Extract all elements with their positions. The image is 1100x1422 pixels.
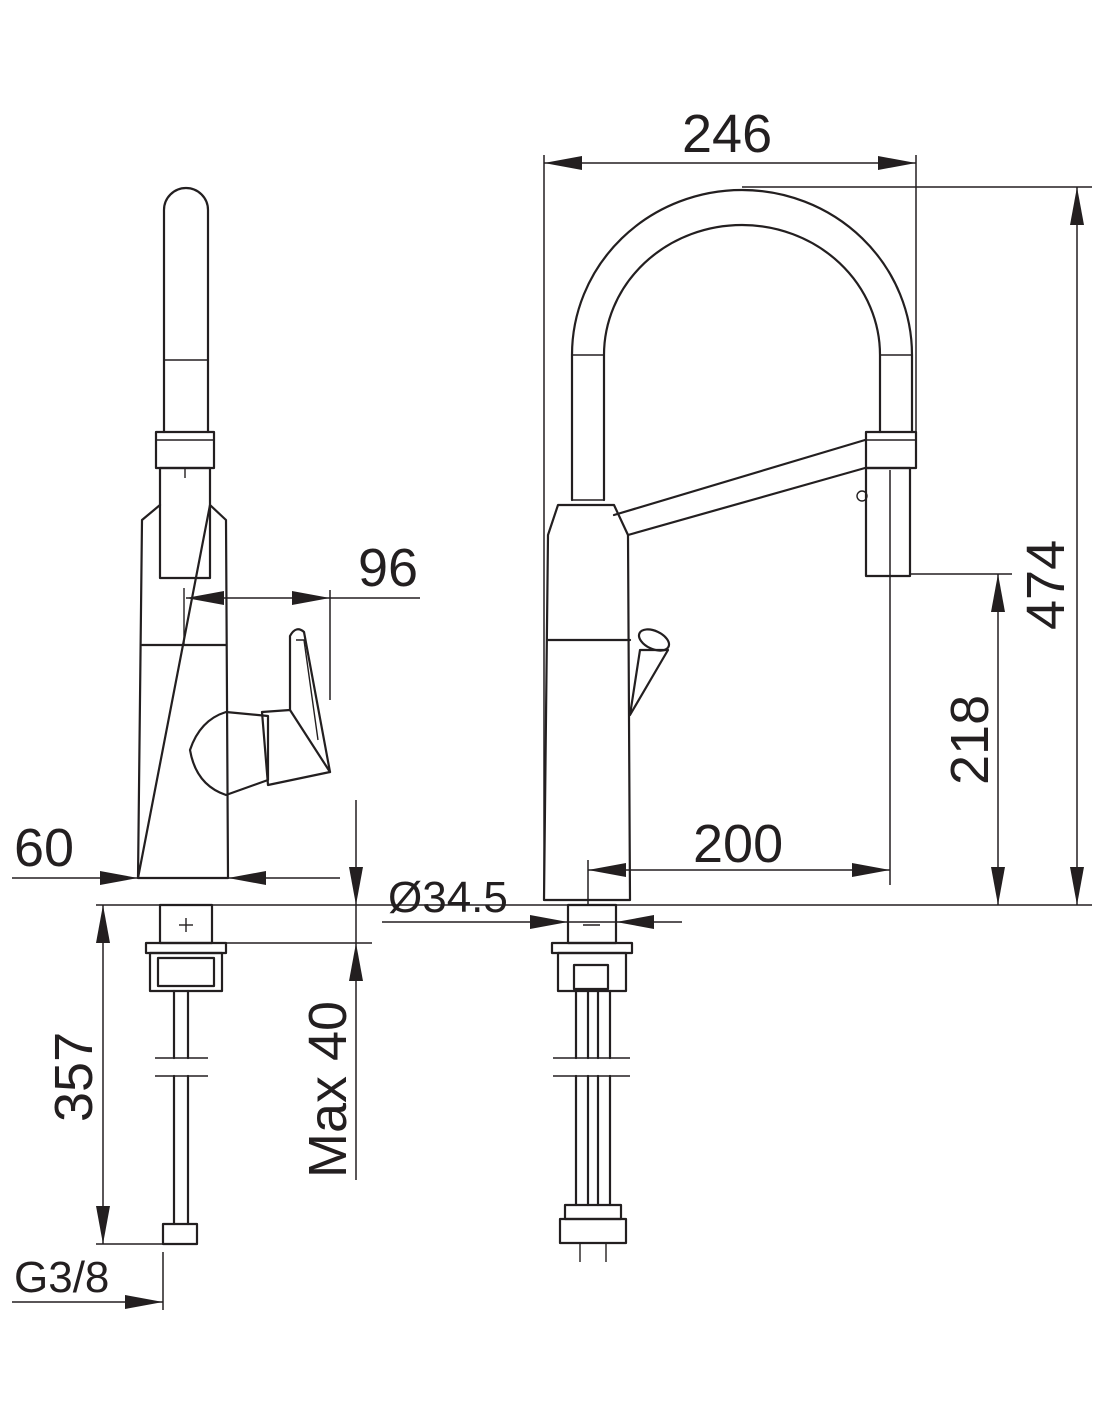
label-hole-diameter: Ø34.5 xyxy=(388,873,508,922)
label-connection: G3/8 xyxy=(14,1253,109,1302)
label-total-height: 474 xyxy=(1016,540,1076,630)
label-outlet-height: 218 xyxy=(940,695,1000,785)
side-view xyxy=(136,186,332,1246)
label-base-to-outlet: 200 xyxy=(693,814,783,874)
label-max-deck: Max 40 xyxy=(298,1001,358,1178)
front-view xyxy=(542,188,918,1262)
label-body-diameter: 60 xyxy=(14,818,74,878)
label-lever-reach: 96 xyxy=(358,538,418,598)
dimension-lines xyxy=(12,155,1092,1310)
label-spout-reach: 246 xyxy=(682,104,772,164)
label-hose-length: 357 xyxy=(44,1032,104,1122)
